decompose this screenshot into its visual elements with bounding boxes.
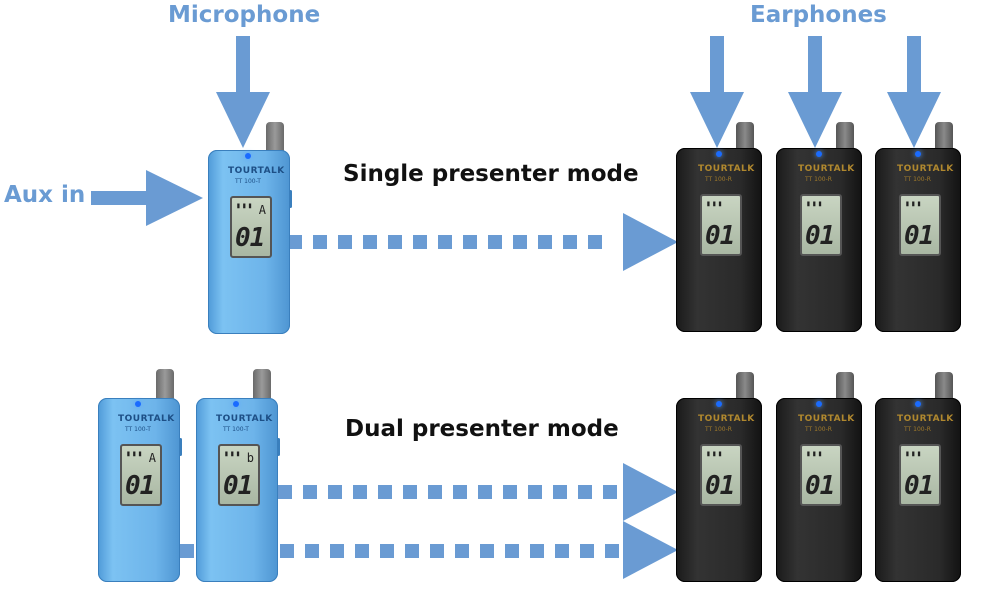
lcd-display: ▮▮▮ 01 bbox=[800, 444, 842, 506]
power-led-icon bbox=[816, 151, 822, 157]
device-model: TT 100-R bbox=[705, 176, 732, 183]
lcd-channel-letter: A bbox=[258, 203, 266, 217]
side-button bbox=[289, 190, 292, 208]
lcd-channel-number: 01 bbox=[904, 221, 934, 251]
receiver-device: TOURTALK TT 100-R ▮▮▮ 01 bbox=[875, 398, 961, 582]
receiver-device: TOURTALK TT 100-R ▮▮▮ 01 bbox=[676, 148, 762, 332]
device-model: TT 100-R bbox=[705, 426, 732, 433]
aux-in-arrow bbox=[91, 170, 203, 226]
transmitter-antenna bbox=[266, 122, 284, 154]
signal-bars-icon: ▮▮▮ bbox=[706, 449, 724, 458]
transmitter-antenna bbox=[253, 369, 271, 403]
device-brand: TOURTALK bbox=[798, 414, 855, 424]
power-led-icon bbox=[716, 151, 722, 157]
device-model: TT 100-R bbox=[904, 426, 931, 433]
power-led-icon bbox=[915, 151, 921, 157]
lcd-channel-letter: A bbox=[148, 451, 156, 465]
earphones-label: Earphones bbox=[750, 2, 887, 28]
device-brand: TOURTALK bbox=[897, 164, 954, 174]
dual-mode-signal-path-1 bbox=[278, 463, 678, 521]
aux-in-label: Aux in bbox=[4, 182, 86, 208]
receiver-antenna bbox=[736, 372, 754, 402]
device-model: TT 100-R bbox=[805, 426, 832, 433]
lcd-display: ▮▮▮ 01 bbox=[700, 444, 742, 506]
microphone-arrow bbox=[216, 36, 270, 148]
lcd-display: ▮▮▮ 01 bbox=[700, 194, 742, 256]
dual-presenter-mode-title: Dual presenter mode bbox=[345, 416, 619, 442]
lcd-channel-number: 01 bbox=[125, 471, 155, 501]
device-model: TT 100-T bbox=[125, 426, 151, 433]
receiver-antenna bbox=[935, 122, 953, 152]
signal-bars-icon: ▮▮▮ bbox=[224, 449, 242, 458]
device-model: TT 100-T bbox=[235, 178, 261, 185]
device-brand: TOURTALK bbox=[698, 164, 755, 174]
device-brand: TOURTALK bbox=[216, 414, 273, 424]
lcd-channel-number: 01 bbox=[223, 471, 253, 501]
device-brand: TOURTALK bbox=[228, 166, 285, 176]
lcd-channel-number: 01 bbox=[705, 471, 735, 501]
lcd-display: ▮▮▮ b 01 bbox=[218, 444, 260, 506]
lcd-channel-number: 01 bbox=[805, 221, 835, 251]
lcd-channel-number: 01 bbox=[235, 223, 265, 253]
lcd-channel-number: 01 bbox=[705, 221, 735, 251]
receiver-device: TOURTALK TT 100-R ▮▮▮ 01 bbox=[676, 398, 762, 582]
transmitter-device: TOURTALK TT 100-T ▮▮▮ A 01 bbox=[98, 398, 182, 582]
signal-bars-icon: ▮▮▮ bbox=[236, 201, 254, 210]
lcd-channel-number: 01 bbox=[904, 471, 934, 501]
receiver-antenna bbox=[736, 122, 754, 152]
side-button bbox=[179, 438, 182, 456]
signal-bars-icon: ▮▮▮ bbox=[905, 449, 923, 458]
power-led-icon bbox=[135, 401, 141, 407]
device-brand: TOURTALK bbox=[698, 414, 755, 424]
power-led-icon bbox=[915, 401, 921, 407]
transmitter-device: TOURTALK TT 100-T ▮▮▮ b 01 bbox=[196, 398, 280, 582]
earphone-arrow-2 bbox=[788, 36, 842, 148]
device-model: TT 100-R bbox=[904, 176, 931, 183]
device-brand: TOURTALK bbox=[118, 414, 175, 424]
receiver-antenna bbox=[935, 372, 953, 402]
single-mode-signal-path bbox=[288, 213, 678, 271]
lcd-channel-letter: b bbox=[246, 451, 254, 465]
lcd-display: ▮▮▮ 01 bbox=[899, 444, 941, 506]
power-led-icon bbox=[816, 401, 822, 407]
lcd-display: ▮▮▮ 01 bbox=[899, 194, 941, 256]
device-brand: TOURTALK bbox=[897, 414, 954, 424]
single-presenter-mode-title: Single presenter mode bbox=[343, 161, 639, 187]
receiver-device: TOURTALK TT 100-R ▮▮▮ 01 bbox=[875, 148, 961, 332]
lcd-display: ▮▮▮ 01 bbox=[800, 194, 842, 256]
lcd-display: ▮▮▮ A 01 bbox=[120, 444, 162, 506]
device-model: TT 100-T bbox=[223, 426, 249, 433]
transmitter-device: TOURTALK TT 100-T ▮▮▮ A 01 bbox=[208, 150, 292, 334]
receiver-device: TOURTALK TT 100-R ▮▮▮ 01 bbox=[776, 398, 862, 582]
transmitter-antenna bbox=[156, 369, 174, 403]
side-button bbox=[277, 438, 280, 456]
signal-bars-icon: ▮▮▮ bbox=[905, 199, 923, 208]
lcd-display: ▮▮▮ A 01 bbox=[230, 196, 272, 258]
receiver-antenna bbox=[836, 372, 854, 402]
device-brand: TOURTALK bbox=[798, 164, 855, 174]
receiver-antenna bbox=[836, 122, 854, 152]
receiver-device: TOURTALK TT 100-R ▮▮▮ 01 bbox=[776, 148, 862, 332]
signal-bars-icon: ▮▮▮ bbox=[126, 449, 144, 458]
signal-bars-icon: ▮▮▮ bbox=[706, 199, 724, 208]
microphone-label: Microphone bbox=[168, 2, 321, 28]
signal-bars-icon: ▮▮▮ bbox=[806, 199, 824, 208]
lcd-channel-number: 01 bbox=[805, 471, 835, 501]
device-model: TT 100-R bbox=[805, 176, 832, 183]
power-led-icon bbox=[245, 153, 251, 159]
power-led-icon bbox=[716, 401, 722, 407]
power-led-icon bbox=[233, 401, 239, 407]
earphone-arrow-3 bbox=[887, 36, 941, 148]
signal-bars-icon: ▮▮▮ bbox=[806, 449, 824, 458]
